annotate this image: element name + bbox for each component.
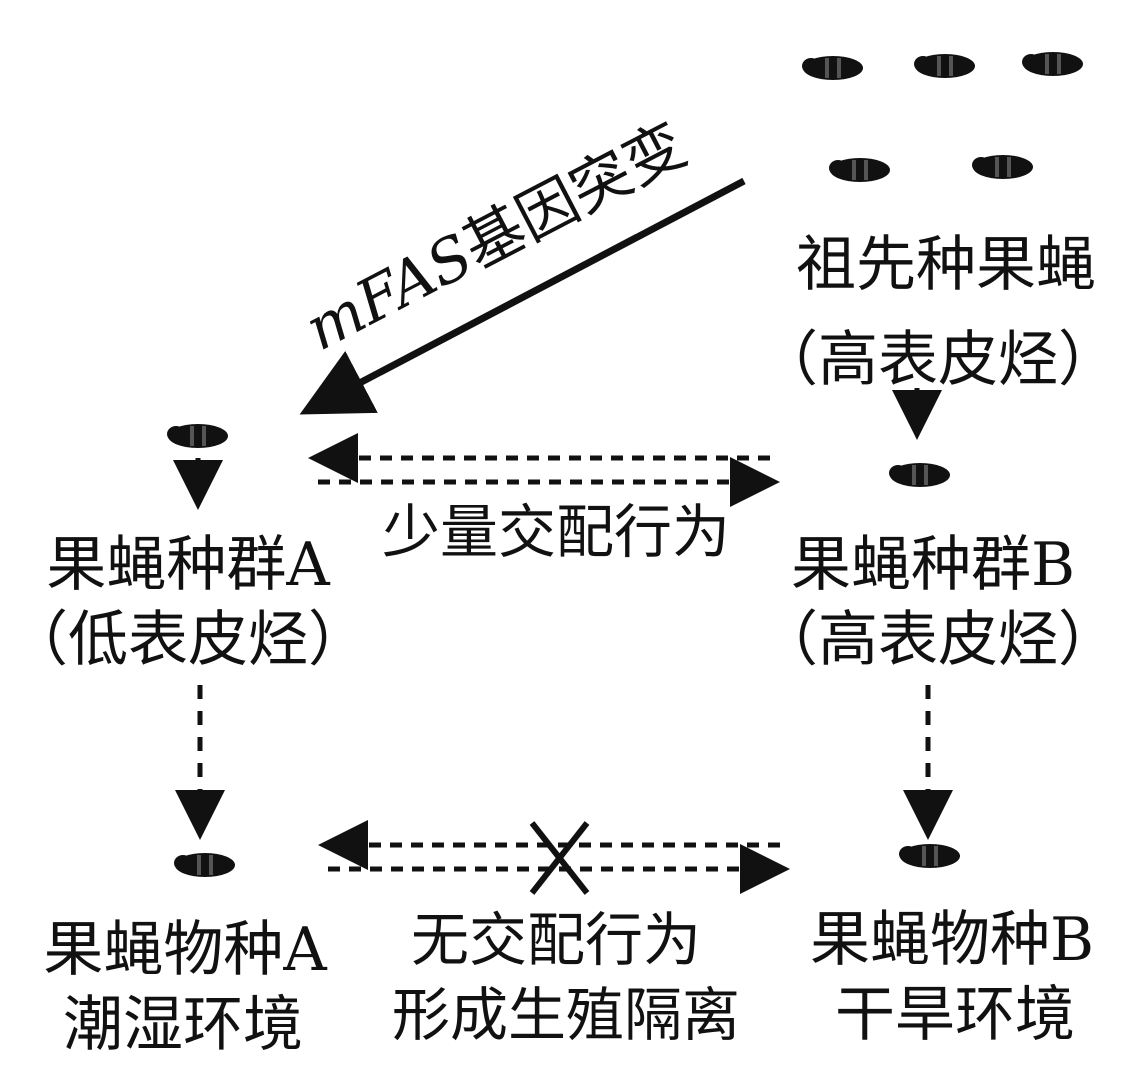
limited-mating-label: 少量交配行为 xyxy=(382,498,730,566)
ancestor-trait: （高表皮烃） xyxy=(758,325,1118,395)
species-a-name: 果蝇物种A xyxy=(43,915,327,985)
species-b-name: 果蝇物种B xyxy=(810,905,1094,975)
fruit-fly-icon xyxy=(889,463,950,487)
population-b-trait: （高表皮烃） xyxy=(758,605,1118,675)
fruit-fly-icon xyxy=(829,158,890,182)
cross-mark-icon xyxy=(529,821,590,895)
mutation-text: 基因突变 xyxy=(452,110,697,283)
population-a-name: 果蝇种群A xyxy=(46,530,330,600)
population-b-name: 果蝇种群B xyxy=(791,530,1075,600)
fruit-fly-icon xyxy=(914,54,975,78)
reproductive-isolation-label: 形成生殖隔离 xyxy=(392,981,740,1049)
fruit-fly-icon xyxy=(174,853,235,877)
ancestor-name: 祖先种果蝇 xyxy=(796,230,1096,300)
mutation-arrow xyxy=(299,177,746,415)
species-a-habitat: 潮湿环境 xyxy=(63,990,303,1060)
ancestor-flies xyxy=(802,52,1083,182)
fruit-fly-icon xyxy=(899,844,960,868)
fruit-fly-icon xyxy=(972,155,1033,179)
gene-name: mFAS xyxy=(294,221,484,365)
no-mating-label: 无交配行为 xyxy=(411,906,701,974)
population-a-trait: （低表皮烃） xyxy=(8,605,368,675)
fruit-fly-icon xyxy=(802,56,863,80)
fruit-fly-icon xyxy=(1022,52,1083,76)
fruit-fly-icon xyxy=(167,424,228,448)
species-b-habitat: 干旱环境 xyxy=(835,980,1075,1050)
